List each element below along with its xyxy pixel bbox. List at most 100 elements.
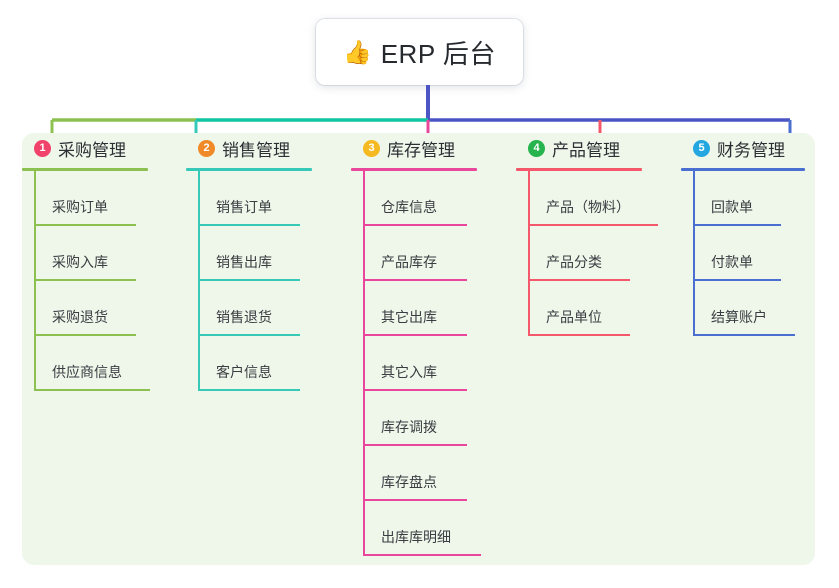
module-item-rule (528, 334, 630, 336)
module-item-label: 其它出库 (381, 309, 437, 325)
module-header-rule (186, 168, 312, 171)
module-header-2[interactable]: 2 销售管理 (186, 133, 312, 163)
module-item-rule (363, 334, 467, 336)
module-header-rule (516, 168, 642, 171)
module-item-rule (693, 279, 781, 281)
module-item-label: 库存调拨 (381, 419, 437, 435)
module-item-label: 其它入库 (381, 364, 437, 380)
module-title: 财务管理 (717, 140, 785, 160)
module-title: 库存管理 (387, 140, 455, 160)
module-item[interactable]: 出库库明细 (363, 501, 481, 556)
module-index-badge: 2 (198, 139, 215, 157)
module-item-label: 回款单 (711, 199, 753, 215)
module-item[interactable]: 库存调拨 (363, 391, 477, 446)
module-item-rule (198, 334, 300, 336)
module-item[interactable]: 结算账户 (693, 281, 807, 336)
module-item-rule (363, 279, 467, 281)
module-item-label: 供应商信息 (52, 364, 122, 380)
module-item-label: 结算账户 (711, 309, 767, 325)
module-column-4: 4 产品管理产品（物料） 产品分类产品单位 (516, 133, 658, 336)
module-item-rule (363, 554, 481, 556)
module-header-rule (351, 168, 477, 171)
module-item-label: 客户信息 (216, 364, 272, 380)
module-items-5: 回款单付款单结算账户 (693, 171, 807, 336)
module-item[interactable]: 产品单位 (528, 281, 642, 336)
module-spine (693, 171, 695, 336)
module-item[interactable]: 客户信息 (198, 336, 312, 391)
module-item-label: 销售出库 (216, 254, 272, 270)
module-spine (34, 171, 36, 391)
module-item[interactable]: 采购订单 (34, 171, 148, 226)
module-item-label: 采购入库 (52, 254, 108, 270)
module-item[interactable]: 产品库存 (363, 226, 477, 281)
module-item[interactable]: 其它入库 (363, 336, 477, 391)
module-item[interactable]: 销售退货 (198, 281, 312, 336)
module-spine (528, 171, 530, 336)
module-header-rule (681, 168, 805, 171)
module-item[interactable]: 销售出库 (198, 226, 312, 281)
module-title: 采购管理 (58, 140, 126, 160)
module-item-label: 产品（物料） (546, 199, 630, 215)
module-items-4: 产品（物料） 产品分类产品单位 (528, 171, 658, 336)
module-item-rule (34, 334, 136, 336)
module-items-1: 采购订单采购入库采购退货供应商信息 (34, 171, 150, 391)
module-item-label: 出库库明细 (381, 529, 451, 545)
module-item-rule (363, 444, 467, 446)
module-header-5[interactable]: 5 财务管理 (681, 133, 807, 163)
module-item-label: 库存盘点 (381, 474, 437, 490)
module-title: 销售管理 (222, 140, 290, 160)
module-item-label: 产品分类 (546, 254, 602, 270)
module-item[interactable]: 付款单 (693, 226, 807, 281)
module-header-4[interactable]: 4 产品管理 (516, 133, 642, 163)
module-spine (363, 171, 365, 556)
module-item-rule (34, 389, 150, 391)
module-header-rule (22, 168, 148, 171)
module-item-rule (198, 224, 300, 226)
module-item-rule (363, 224, 467, 226)
module-items-3: 仓库信息产品库存其它出库其它入库库存调拨库存盘点出库库明细 (363, 171, 481, 556)
root-node-card[interactable]: 👍 ERP 后台 (316, 19, 523, 85)
module-item-label: 产品库存 (381, 254, 437, 270)
module-item-rule (693, 224, 781, 226)
module-item-label: 采购订单 (52, 199, 108, 215)
module-item-rule (198, 389, 300, 391)
module-index-badge: 5 (693, 139, 710, 157)
module-item-rule (34, 279, 136, 281)
module-item[interactable]: 产品分类 (528, 226, 642, 281)
module-item-label: 付款单 (711, 254, 753, 270)
module-item[interactable]: 库存盘点 (363, 446, 477, 501)
module-item-label: 采购退货 (52, 309, 108, 325)
module-spine (198, 171, 200, 391)
module-item[interactable]: 产品（物料） (528, 171, 658, 226)
module-item[interactable]: 仓库信息 (363, 171, 477, 226)
module-index-badge: 4 (528, 139, 545, 157)
module-items-2: 销售订单销售出库销售退货客户信息 (198, 171, 312, 391)
module-item-rule (198, 279, 300, 281)
module-item-rule (363, 499, 467, 501)
module-item[interactable]: 采购退货 (34, 281, 148, 336)
module-item[interactable]: 销售订单 (198, 171, 312, 226)
module-item-rule (528, 279, 630, 281)
module-title: 产品管理 (552, 140, 620, 160)
module-item[interactable]: 采购入库 (34, 226, 148, 281)
page-title: ERP 后台 (380, 38, 496, 69)
thumbs-up-emoji: 👍 (343, 38, 372, 65)
module-item-label: 销售订单 (216, 199, 272, 215)
module-item[interactable]: 供应商信息 (34, 336, 150, 391)
module-item-label: 销售退货 (216, 309, 272, 325)
module-item-label: 仓库信息 (381, 199, 437, 215)
module-column-2: 2 销售管理销售订单销售出库销售退货客户信息 (186, 133, 312, 391)
module-item-rule (363, 389, 467, 391)
module-item[interactable]: 其它出库 (363, 281, 477, 336)
module-item-rule (528, 224, 658, 226)
module-item[interactable]: 回款单 (693, 171, 807, 226)
module-item-label: 产品单位 (546, 309, 602, 325)
module-column-5: 5 财务管理回款单付款单结算账户 (681, 133, 807, 336)
module-item-rule (693, 334, 795, 336)
